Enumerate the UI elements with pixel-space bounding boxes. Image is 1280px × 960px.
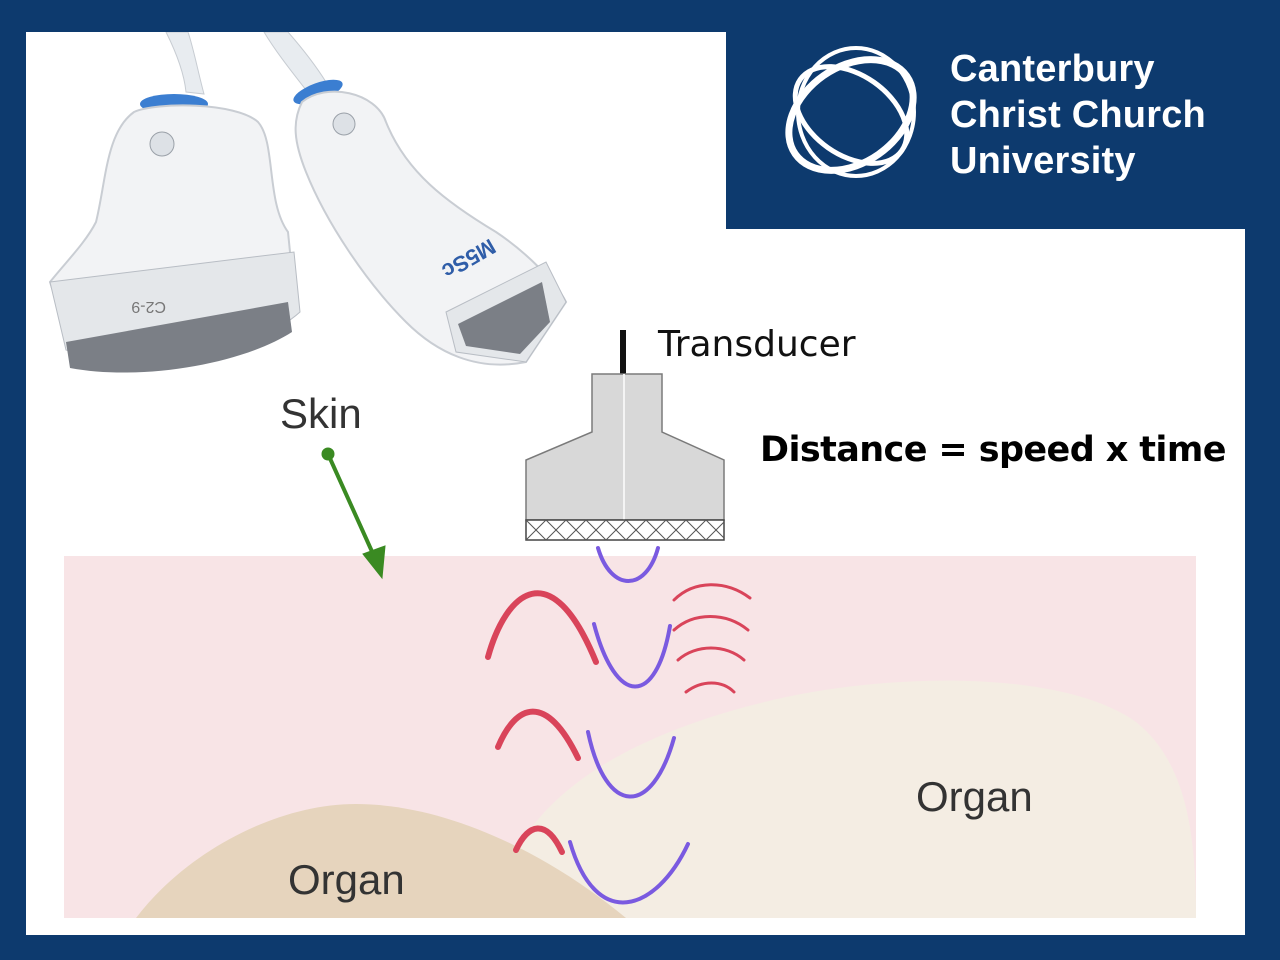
distance-formula: Distance = speed x time bbox=[760, 430, 1226, 470]
university-name-line: Christ Church bbox=[950, 94, 1206, 136]
transducer-diagram bbox=[525, 330, 725, 541]
ultrasound-diagram: C2-9 M5Sc bbox=[48, 32, 1196, 918]
university-brand-block: Canterbury Christ Church University bbox=[726, 0, 1246, 229]
probe-c2-9-image: C2-9 bbox=[48, 32, 301, 373]
transmitted-waves bbox=[485, 590, 599, 855]
skin-arrow bbox=[321, 447, 386, 580]
skin-label: Skin bbox=[280, 390, 362, 437]
scattered-wave bbox=[676, 646, 746, 662]
interlocking-rings-logo-icon bbox=[785, 46, 917, 178]
scattered-wave bbox=[672, 615, 750, 632]
university-name: Canterbury Christ Church University bbox=[950, 46, 1250, 184]
transmitted-wave bbox=[495, 708, 581, 761]
transducer-cable bbox=[620, 330, 626, 374]
probe-left-model-label: C2-9 bbox=[131, 298, 166, 315]
scattered-waves bbox=[672, 583, 752, 694]
transducer-crystal-layer bbox=[525, 519, 725, 541]
organ-left-shape bbox=[136, 804, 626, 918]
scattered-wave bbox=[684, 681, 736, 694]
scattered-wave bbox=[672, 583, 752, 602]
organ-left-label: Organ bbox=[288, 856, 405, 903]
organ-right-label: Organ bbox=[916, 773, 1033, 820]
university-name-line: Canterbury bbox=[950, 48, 1155, 90]
transducer-label: Transducer bbox=[658, 324, 856, 365]
university-name-line: University bbox=[950, 140, 1136, 182]
transmitted-wave bbox=[513, 825, 565, 855]
echo-waves bbox=[568, 546, 690, 905]
echo-wave bbox=[568, 840, 690, 905]
echo-wave bbox=[592, 622, 672, 689]
transmitted-wave bbox=[485, 590, 599, 665]
echo-wave bbox=[586, 730, 676, 799]
probe-m5sc-image: M5Sc bbox=[263, 32, 568, 366]
echo-wave bbox=[596, 546, 660, 583]
organ-right-shape bbox=[496, 680, 1196, 918]
